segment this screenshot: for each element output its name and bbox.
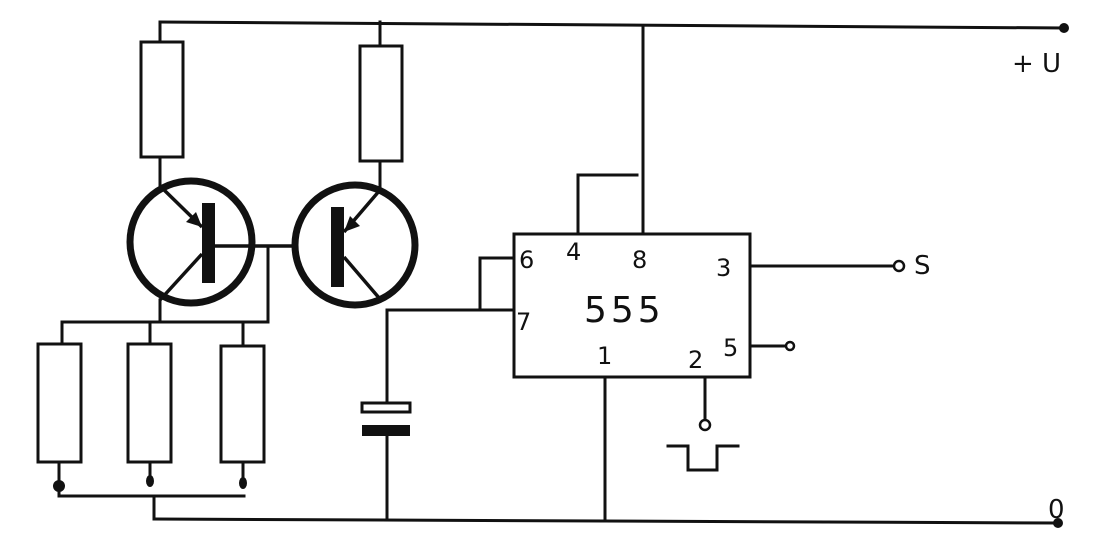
resistor-bottom-3 <box>219 344 266 489</box>
resistor-collector-right <box>358 20 404 192</box>
supply-label: + U <box>1012 49 1061 79</box>
output-label: S <box>914 251 931 281</box>
output-wire <box>748 259 906 273</box>
timing-capacitor <box>360 308 412 521</box>
trigger-input <box>698 375 712 432</box>
bias-network-wiring <box>60 244 270 348</box>
trigger-pulse-symbol <box>666 444 740 472</box>
ic-label: 555 <box>584 290 665 331</box>
wire-pin6-pin7-tie <box>478 256 516 312</box>
supply-rail <box>158 20 1069 33</box>
transistor-left <box>126 177 294 307</box>
pin-3-label: 3 <box>716 254 731 282</box>
pin-4-label: 4 <box>566 238 581 266</box>
bottom-selector-wires <box>57 484 246 521</box>
resistor-collector-left <box>139 20 185 188</box>
ic-555 <box>512 232 752 379</box>
pin-1-label: 1 <box>597 342 612 370</box>
pin-7-label: 7 <box>516 308 531 336</box>
pin-2-label: 2 <box>688 346 703 374</box>
resistor-bottom-1 <box>36 342 83 492</box>
pin-8-label: 8 <box>632 246 647 274</box>
pin-6-label: 6 <box>519 246 534 274</box>
ground-rail <box>152 517 1063 528</box>
wire-pin4-pin8-supply <box>576 24 645 236</box>
pin-5-label: 5 <box>723 334 738 362</box>
transistor-right <box>291 181 419 309</box>
resistor-bottom-2 <box>126 342 173 487</box>
control-pin-wire <box>748 340 796 352</box>
ground-label: 0 <box>1048 495 1065 525</box>
